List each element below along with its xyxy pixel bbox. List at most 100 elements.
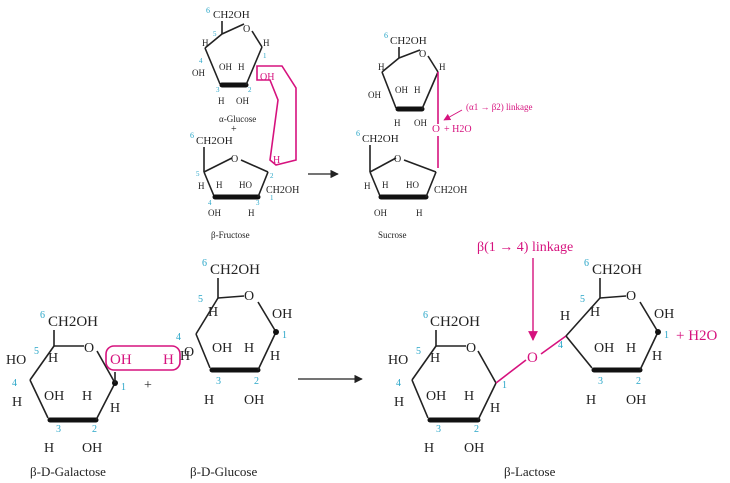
glucose-h1-down: H <box>270 349 280 364</box>
lactose-glc-h2: H <box>626 341 636 356</box>
alpha-glucose-ring-o: O <box>243 24 250 35</box>
beta-fructose-c2-number: 2 <box>270 172 274 180</box>
glucose-o4: O <box>184 345 194 360</box>
top-plus-sign: + <box>231 124 237 135</box>
galactose-c5-number: 5 <box>34 346 39 357</box>
galactose-oh3: OH <box>44 389 64 404</box>
galactose-h2-up: H <box>82 389 92 404</box>
alpha-glucose-c2-number: 2 <box>248 86 252 94</box>
galactose-c3-number: 3 <box>56 424 61 435</box>
galactose-name: β-D-Galactose <box>30 464 106 479</box>
alpha-glucose-c3-number: 3 <box>216 86 220 94</box>
sucrose-bridge-o: O <box>432 123 440 135</box>
sucrose-oh2: OH <box>414 118 427 128</box>
sucrose-fru-h4: H <box>382 180 389 190</box>
glucose-h5: H <box>208 305 218 320</box>
lactose-gal-c2-number: 2 <box>474 424 479 435</box>
lactose-glc-h5: H <box>590 305 600 320</box>
galactose-h3-down: H <box>44 441 54 456</box>
alpha-glucose-c1-number: 1 <box>263 52 267 60</box>
glucose-oh3: OH <box>212 341 232 356</box>
lactose-gal-oh3: OH <box>426 389 446 404</box>
lactose-glc-ch2oh: CH2OH <box>592 262 642 278</box>
sucrose-name: Sucrose <box>378 230 407 240</box>
lactose-glc-c4-number: 4 <box>558 340 563 351</box>
beta-lactose-structure: β(1 → 4) linkage 6 CH2OH O 5 4 3 2 1 H H… <box>388 240 718 479</box>
glucose-c4-number: 4 <box>176 332 181 343</box>
sucrose-h4-up: H <box>378 62 385 72</box>
sucrose-oh4: OH <box>368 90 381 100</box>
beta-fructose-oh4: OH <box>208 208 221 218</box>
beta-fructose-ring-o: O <box>231 154 238 165</box>
alpha-glucose-oh1-highlight: OH <box>260 72 274 83</box>
lactose-gal-h3: H <box>424 441 434 456</box>
sucrose-h3-down: H <box>394 118 401 128</box>
beta-fructose-ch2oh-top: CH2OH <box>196 135 233 147</box>
beta-fructose-name: β-Fructose <box>211 230 250 240</box>
lactose-gal-h4: H <box>394 395 404 410</box>
lactose-glc-c5-number: 5 <box>580 294 585 305</box>
lactose-glc-oh2: OH <box>626 393 646 408</box>
alpha-glucose-h3-down: H <box>218 96 225 106</box>
alpha-glucose-name: α-Glucose <box>219 114 256 124</box>
glucose-h2-up: H <box>244 341 254 356</box>
lactose-gal-h1: H <box>490 401 500 416</box>
galactose-ring-o: O <box>84 341 94 356</box>
sucrose-oh3: OH <box>395 85 408 95</box>
galactose-ho4: HO <box>6 353 26 368</box>
lactose-gal-oh2: OH <box>464 441 484 456</box>
lactose-gal-c1-number: 1 <box>502 380 507 391</box>
lactose-linkage-label: β(1 → 4) linkage <box>477 240 573 255</box>
glucose-ring-o: O <box>244 289 254 304</box>
sucrose-fru-h3: H <box>416 208 423 218</box>
sucrose-fru-c6-number: 6 <box>356 129 360 138</box>
lactose-glc-ring-o: O <box>626 289 636 304</box>
lactose-name: β-Lactose <box>504 464 556 479</box>
galactose-c2-number: 2 <box>92 424 97 435</box>
sucrose-fru-oh4: OH <box>374 208 387 218</box>
sucrose-glc-ring-o: O <box>419 49 426 60</box>
glucose-c5-number: 5 <box>198 294 203 305</box>
lactose-glc-c2-number: 2 <box>636 376 641 387</box>
beta-fructose-ho3: HO <box>239 180 252 190</box>
sucrose-fru-ring-o: O <box>394 154 401 165</box>
galactose-h4: H <box>12 395 22 410</box>
lactose-glc-h1: H <box>652 349 662 364</box>
beta-fructose-c6-number: 6 <box>190 131 194 140</box>
lactose-gal-c5-number: 5 <box>416 346 421 357</box>
alpha-glucose-oh2: OH <box>236 96 249 106</box>
galactose-oh2: OH <box>82 441 102 456</box>
beta-fructose-h3-down: H <box>248 208 255 218</box>
sucrose-linkage-label: (α1 → β2) linkage <box>466 102 533 112</box>
sucrose-h1: H <box>439 62 446 72</box>
sucrose-fru-ch2oh-right: CH2OH <box>434 185 467 196</box>
glucose-h3-down: H <box>204 393 214 408</box>
alpha-glucose-h4-up: H <box>202 38 209 48</box>
beta-fructose-c5-number: 5 <box>196 170 200 178</box>
alpha-glucose-c5-number: 5 <box>213 30 217 38</box>
lactose-bridge-o: O <box>527 350 538 366</box>
beta-fructose-c4-number: 4 <box>208 199 212 207</box>
beta-fructose-h4-up: H <box>216 180 223 190</box>
beta-fructose-ch2oh-right: CH2OH <box>266 185 299 196</box>
glucose-c3-number: 3 <box>216 376 221 387</box>
lactose-glc-oh1: OH <box>654 307 674 322</box>
galactose-ch2oh: CH2OH <box>48 314 98 330</box>
beta-glucose-structure: 6 CH2OH O 5 4 3 2 1 H H OH H H OH OH H O… <box>176 258 292 479</box>
glucose-c2-number: 2 <box>254 376 259 387</box>
lactose-gal-ring-o: O <box>466 341 476 356</box>
lactose-glc-oh3: OH <box>594 341 614 356</box>
glucose-c6-number: 6 <box>202 258 207 269</box>
sucrose-structure: 6 CH2OH O H OH OH H H OH H O + H2O (α1 →… <box>356 31 533 240</box>
beta-galactose-structure: 6 CH2OH O 5 4 3 2 1 H HO H OH H H OH H O… <box>6 310 181 479</box>
glucose-c1-number: 1 <box>282 330 287 341</box>
galactose-c6-number: 6 <box>40 310 45 321</box>
galactose-c1-number: 1 <box>121 382 126 393</box>
bottom-water-removal-box <box>105 345 181 371</box>
beta-fructose-oh2-highlight: H <box>273 155 280 166</box>
alpha-glucose-h1-up: H <box>263 38 270 48</box>
galactose-oh1-highlight: OH <box>110 352 132 368</box>
alpha-glucose-c4-number: 4 <box>199 57 203 65</box>
alpha-glucose-ch2oh-label: CH2OH <box>213 9 250 21</box>
sucrose-fru-h5: H <box>364 181 371 191</box>
